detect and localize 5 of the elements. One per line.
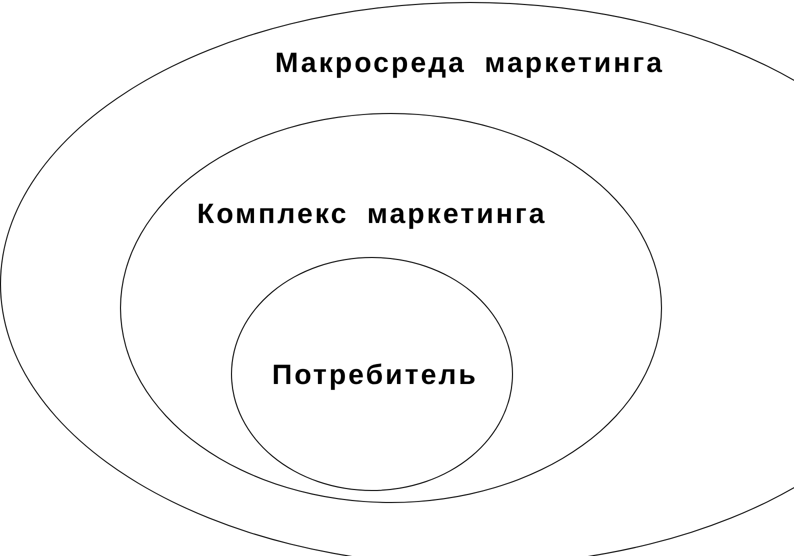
ellipse-region (120, 113, 662, 503)
ellipse-region (231, 257, 513, 491)
region-label: Комплекс маркетинга (197, 200, 547, 228)
region-label: Макросреда маркетинга (275, 49, 664, 77)
region-label: Потребитель (272, 361, 478, 389)
